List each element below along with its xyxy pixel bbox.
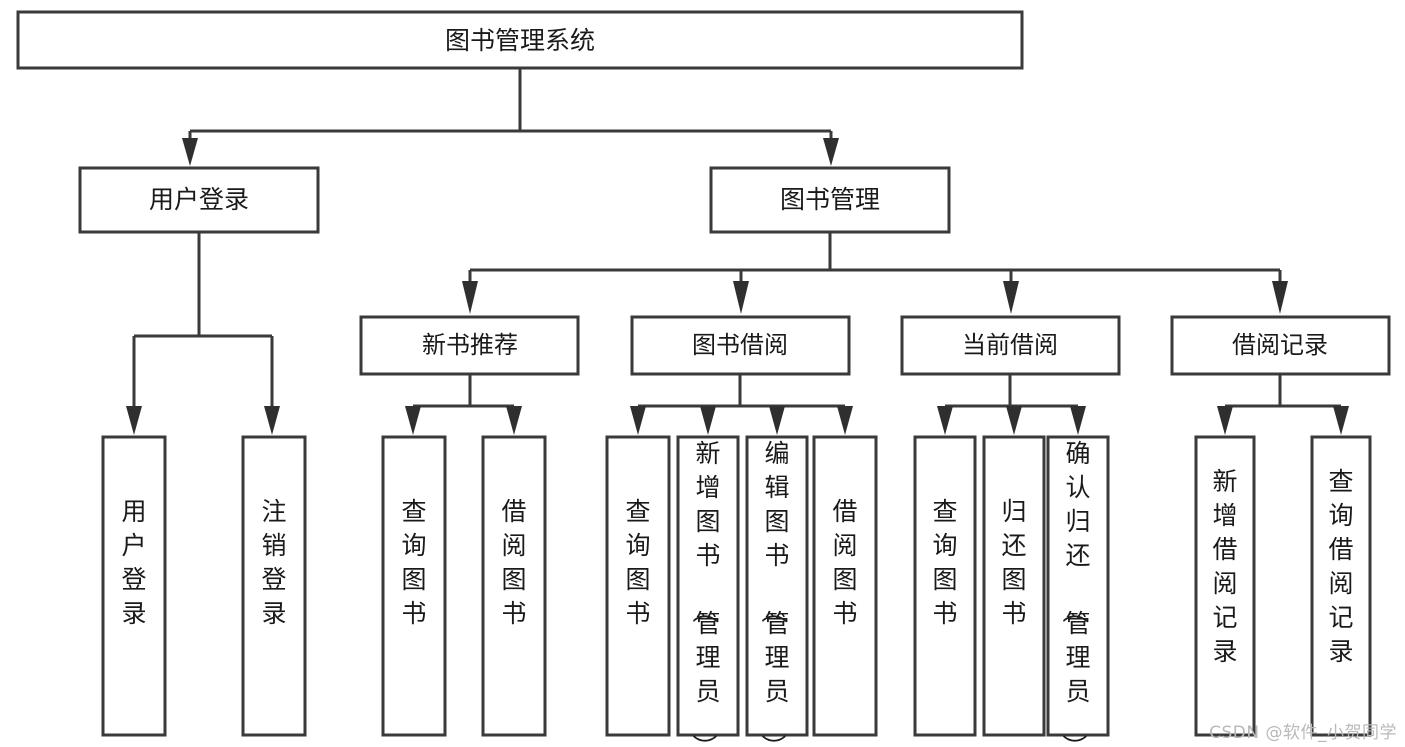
connector-user-login-to-leaves — [126, 232, 280, 435]
leaf-bb-borrow-book-label: 借阅图书 — [832, 497, 857, 628]
leaf-bb-add-book-label: 新增图书（管理员） — [689, 439, 720, 747]
leaf-node[interactable]: 新增图书（管理员） — [676, 435, 740, 747]
leaf-user-login-label: 用户登录 — [121, 497, 146, 628]
leaf-cb-confirm-return-box[interactable] — [1046, 435, 1110, 737]
arrow-head-leaf-c3 — [1070, 406, 1086, 435]
arrow-head-leaf-r1 — [1217, 406, 1233, 435]
leaf-nb-borrow-book-box[interactable] — [481, 435, 547, 737]
leaf-bb-edit-book-box[interactable] — [745, 435, 809, 737]
leaf-bb-query-book-box[interactable] — [605, 435, 671, 737]
arrow-head-l3-4 — [1272, 281, 1288, 314]
leaf-logout-label: 注销登录 — [261, 497, 286, 628]
leaf-node[interactable]: 编辑图书（管理员） — [745, 435, 809, 747]
arrow-head-book-manage — [823, 138, 839, 166]
node-user-login[interactable]: 用户登录 — [78, 166, 320, 234]
node-root[interactable]: 图书管理系统 — [16, 10, 1024, 70]
leaf-node[interactable]: 查询图书 — [381, 435, 447, 737]
leaf-cb-confirm-return-label: 确认归还（管理员） — [1059, 439, 1090, 747]
leaf-nb-query-book-label: 查询图书 — [401, 497, 426, 628]
leaf-br-query-record-label: 查询借阅记录 — [1328, 467, 1353, 666]
leaf-node[interactable]: 借阅图书 — [481, 435, 547, 737]
connector-root-to-level2 — [182, 68, 839, 166]
leaf-nb-borrow-book-label: 借阅图书 — [501, 497, 526, 628]
arrow-head-leaf-b3 — [769, 406, 785, 435]
node-current-borrow-label: 当前借阅 — [962, 331, 1058, 359]
leaf-node[interactable]: 借阅图书 — [812, 435, 878, 737]
arrow-head-leaf-n1 — [405, 406, 421, 435]
node-book-borrow-label: 图书借阅 — [692, 331, 788, 359]
csdn-watermark: CSDN @软件_小贺同学 — [1209, 723, 1397, 743]
node-current-borrow[interactable]: 当前借阅 — [900, 315, 1121, 376]
node-book-manage-box[interactable] — [709, 166, 951, 234]
leaf-br-query-record-box[interactable] — [1310, 435, 1372, 737]
leaf-node[interactable]: 确认归还（管理员） — [1046, 435, 1110, 747]
node-user-login-label: 用户登录 — [149, 185, 249, 214]
leaf-cb-return-book-label: 归还图书 — [1001, 497, 1026, 628]
leaf-bb-query-book-label: 查询图书 — [625, 497, 650, 628]
arrow-head-leaf-u1 — [126, 406, 142, 435]
leaf-cb-return-book-box[interactable] — [982, 435, 1046, 737]
node-book-borrow-box[interactable] — [630, 315, 851, 376]
arrow-head-leaf-b2 — [700, 406, 716, 435]
leaf-cb-query-book-label: 查询图书 — [932, 497, 957, 628]
leaf-node[interactable]: 查询借阅记录 — [1310, 435, 1372, 737]
node-new-book-recommend[interactable]: 新书推荐 — [359, 315, 580, 376]
node-new-book-recommend-box[interactable] — [359, 315, 580, 376]
node-root-label: 图书管理系统 — [445, 26, 595, 55]
node-current-borrow-box[interactable] — [900, 315, 1121, 376]
node-root-box[interactable] — [16, 10, 1024, 70]
connector-borrow-record-to-leaves — [1217, 374, 1349, 435]
connector-new-book-to-leaves — [405, 374, 522, 435]
leaf-bb-edit-book-label: 编辑图书（管理员） — [758, 439, 789, 747]
arrow-head-leaf-b4 — [837, 406, 853, 435]
leaf-node[interactable]: 查询图书 — [605, 435, 671, 737]
arrow-head-leaf-b1 — [630, 406, 646, 435]
arrow-head-user-login — [182, 138, 198, 166]
node-book-borrow[interactable]: 图书借阅 — [630, 315, 851, 376]
arrow-head-leaf-c2 — [1006, 406, 1022, 435]
arrow-head-l3-3 — [1003, 281, 1019, 314]
connector-book-manage-to-level3 — [462, 232, 1288, 314]
leaf-bb-borrow-book-box[interactable] — [812, 435, 878, 737]
node-borrow-record[interactable]: 借阅记录 — [1170, 315, 1391, 376]
leaf-node[interactable]: 查询图书 — [913, 435, 977, 737]
arrow-head-leaf-c1 — [937, 406, 953, 435]
arrow-head-l3-2 — [733, 281, 749, 314]
leaf-user-login-box[interactable] — [101, 435, 167, 737]
leaf-node[interactable]: 注销登录 — [241, 435, 307, 737]
connector-current-borrow-to-leaves — [937, 374, 1086, 435]
leaf-br-add-record-box[interactable] — [1194, 435, 1256, 737]
node-borrow-record-label: 借阅记录 — [1232, 331, 1328, 359]
leaf-nb-query-book-box[interactable] — [381, 435, 447, 737]
leaf-br-add-record-label: 新增借阅记录 — [1212, 467, 1237, 666]
arrow-head-leaf-n2 — [506, 406, 522, 435]
node-book-manage-label: 图书管理 — [780, 185, 880, 214]
leaf-node[interactable]: 归还图书 — [982, 435, 1046, 737]
leaf-cb-query-book-box[interactable] — [913, 435, 977, 737]
leaf-node[interactable]: 用户登录 — [101, 435, 167, 737]
node-book-manage[interactable]: 图书管理 — [709, 166, 951, 234]
leaf-bb-add-book-box[interactable] — [676, 435, 740, 737]
arrow-head-leaf-r2 — [1333, 406, 1349, 435]
node-borrow-record-box[interactable] — [1170, 315, 1391, 376]
connector-book-borrow-to-leaves — [630, 374, 853, 435]
arrow-head-leaf-u2 — [264, 406, 280, 435]
leaf-logout-box[interactable] — [241, 435, 307, 737]
leaf-node[interactable]: 新增借阅记录 — [1194, 435, 1256, 737]
arrow-head-l3-1 — [462, 281, 478, 314]
node-new-book-recommend-label: 新书推荐 — [422, 331, 518, 359]
node-user-login-box[interactable] — [78, 166, 320, 234]
